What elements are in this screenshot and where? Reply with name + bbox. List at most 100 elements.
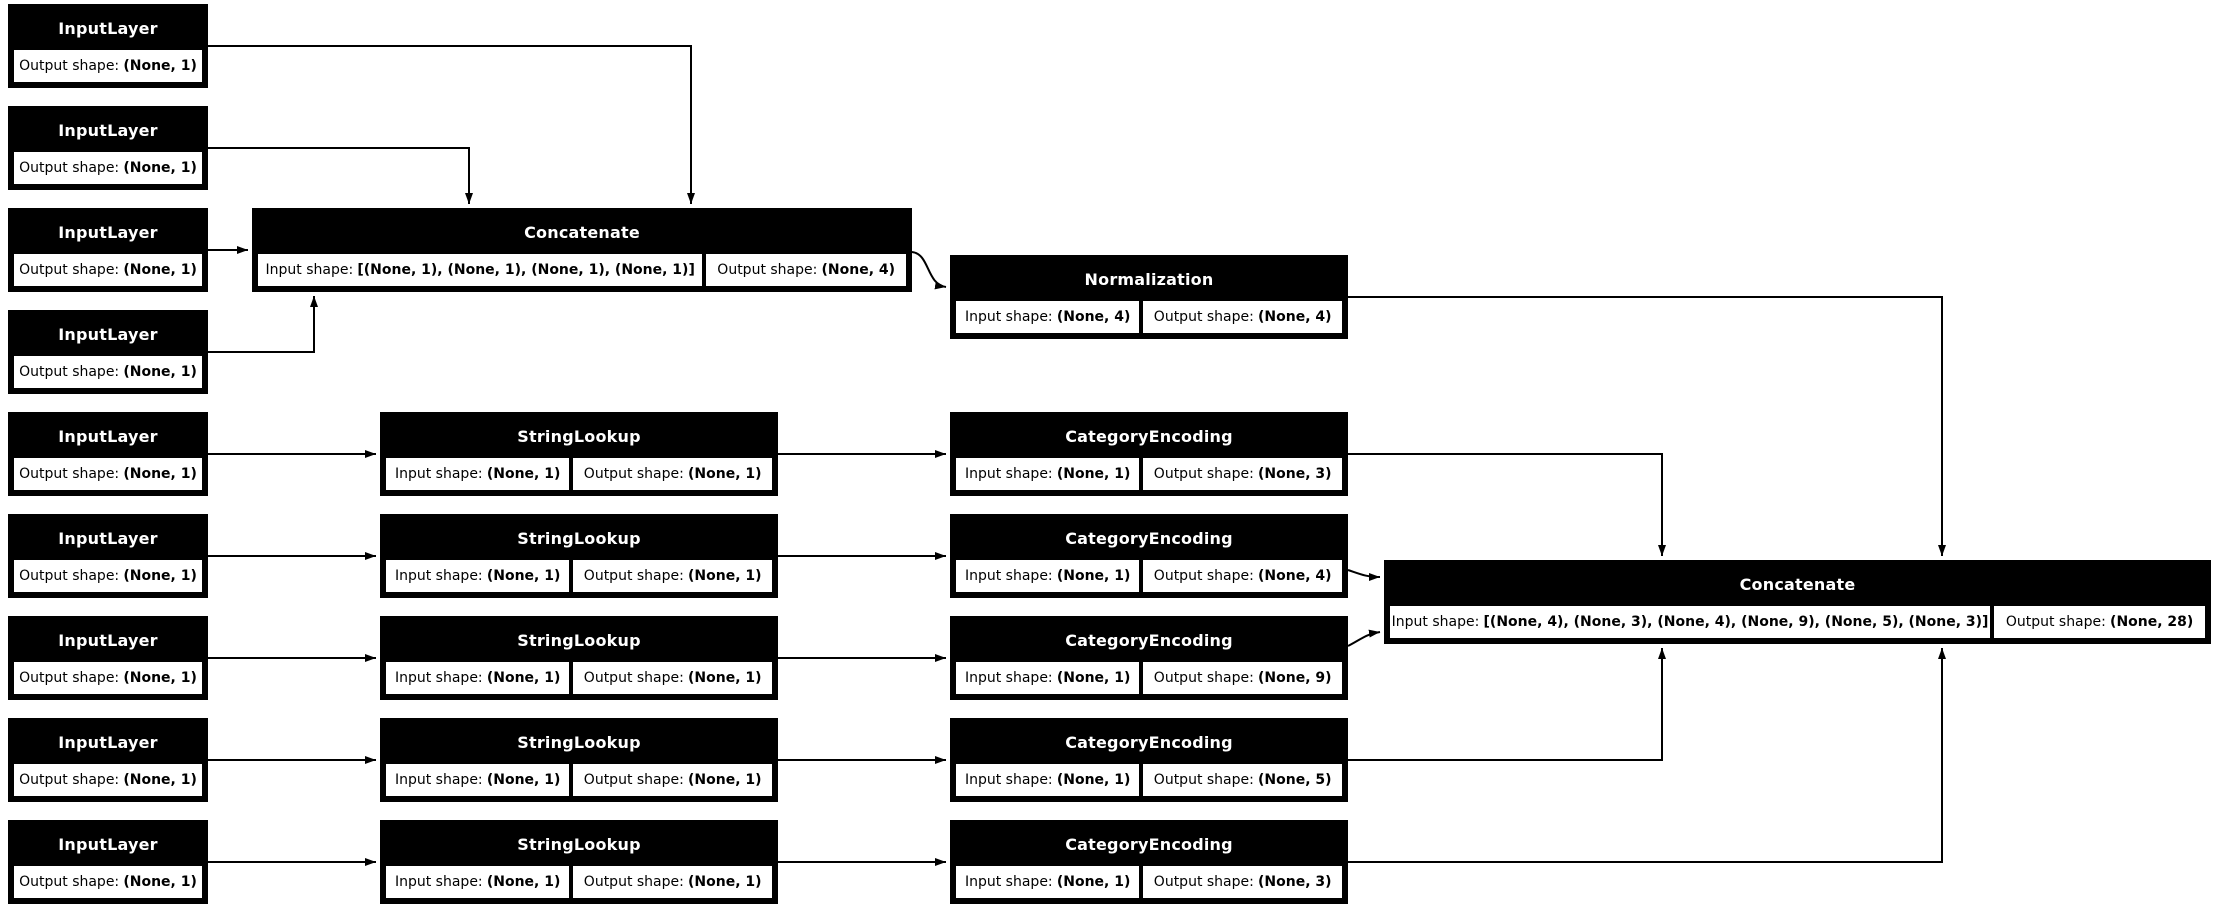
layer-title: CategoryEncoding — [1065, 630, 1233, 650]
layer-title: InputLayer — [58, 528, 158, 548]
layer-title: InputLayer — [58, 732, 158, 752]
output-shape-cell: Output shape:(None, 4) — [706, 254, 906, 286]
shape-cells: Input shape:(None, 1)Output shape:(None,… — [952, 662, 1346, 698]
shape-label: Output shape: — [717, 262, 818, 278]
shape-label: Output shape: — [1153, 568, 1254, 584]
output-shape-cell: Output shape:(None, 4) — [1143, 301, 1342, 333]
shape-label: Output shape: — [583, 772, 684, 788]
shape-label: Output shape: — [583, 466, 684, 482]
output-shape-cell: Output shape:(None, 1) — [14, 866, 202, 898]
shape-label: Output shape: — [1153, 772, 1254, 788]
input-shape-cell: Input shape:(None, 4) — [956, 301, 1140, 333]
shape-cells: Output shape:(None, 1) — [10, 458, 206, 494]
shape-value: [(None, 1), (None, 1), (None, 1), (None,… — [357, 262, 695, 278]
layer-title: InputLayer — [58, 324, 158, 344]
shape-value: (None, 1) — [123, 670, 197, 686]
shape-value: (None, 4) — [821, 262, 896, 278]
layer-title: StringLookup — [517, 630, 641, 650]
shape-label: Output shape: — [583, 874, 684, 890]
input-shape-cell: Input shape:(None, 1) — [386, 662, 570, 694]
shape-cells: Output shape:(None, 1) — [10, 764, 206, 800]
shape-cells: Output shape:(None, 1) — [10, 356, 206, 392]
shape-label: Input shape: — [394, 466, 483, 482]
shape-value: (None, 28) — [2110, 614, 2194, 630]
shape-value: (None, 5) — [1258, 772, 1332, 788]
shape-label: Output shape: — [19, 364, 120, 380]
shape-value: (None, 1) — [123, 160, 197, 176]
output-shape-cell: Output shape:(None, 1) — [14, 560, 202, 592]
shape-cells: Output shape:(None, 1) — [10, 152, 206, 188]
layer-title: InputLayer — [58, 630, 158, 650]
input-shape-cell: Input shape:(None, 1) — [956, 560, 1140, 592]
shape-label: Input shape: — [964, 309, 1053, 325]
shape-label: Output shape: — [19, 670, 120, 686]
input-shape-cell: Input shape:[(None, 4), (None, 3), (None… — [1390, 606, 1991, 638]
shape-cells: Input shape:(None, 1) Output shape:(None,… — [952, 866, 1346, 902]
output-shape-cell: Output shape:(None, 1) — [14, 662, 202, 694]
shape-value: (None, 1) — [123, 262, 197, 278]
layer-title: CategoryEncoding — [1065, 528, 1233, 548]
shape-cells: Input shape:(None, 1)Output shape:(None,… — [382, 560, 776, 596]
input-shape-cell: Input shape:[(None, 1), (None, 1), (None… — [258, 254, 703, 286]
shape-label: Output shape: — [1153, 309, 1254, 325]
shape-label: Output shape: — [19, 772, 120, 788]
layer-title: InputLayer — [58, 834, 158, 854]
edge-category_encoding_4-to-concatenate_2 — [1348, 648, 1666, 761]
output-shape-cell: Output shape:(None, 1) — [14, 458, 202, 490]
layer-title: StringLookup — [517, 732, 641, 752]
shape-label: Input shape: — [1391, 614, 1480, 630]
shape-cells: Output shape:(None, 1) — [10, 50, 206, 86]
shape-cells: Output shape:(None, 1) — [10, 560, 206, 596]
shape-label: Output shape: — [19, 58, 120, 74]
layer-title: InputLayer — [58, 426, 158, 446]
layer-title: StringLookup — [517, 426, 641, 446]
layer-title: Concatenate — [524, 222, 640, 242]
output-shape-cell: Output shape:(None, 1) — [573, 662, 772, 694]
shape-cells: Input shape:[(None, 1), (None, 1), (None… — [254, 254, 910, 290]
layer-title: CategoryEncoding — [1065, 732, 1233, 752]
shape-value: (None, 3) — [1258, 874, 1332, 890]
shape-cells: Input shape:(None, 1)Output shape:(None,… — [382, 764, 776, 800]
shape-value: (None, 4) — [1258, 568, 1332, 584]
shape-label: Input shape: — [394, 874, 483, 890]
input-shape-cell: Input shape:(None, 1) — [386, 764, 570, 796]
input-shape-cell: Input shape:(None, 1) — [956, 866, 1140, 898]
shape-value: (None, 1) — [123, 466, 197, 482]
shape-label: Input shape: — [394, 568, 483, 584]
shape-label: Input shape: — [394, 670, 483, 686]
shape-label: Input shape: — [964, 772, 1053, 788]
shape-label: Input shape: — [394, 772, 483, 788]
layer-title: Concatenate — [1739, 574, 1856, 594]
shape-label: Output shape: — [2005, 614, 2106, 630]
shape-label: Output shape: — [1153, 874, 1254, 890]
shape-cells: Input shape:(None, 1)Output shape:(None,… — [382, 866, 776, 902]
input-shape-cell: Input shape:(None, 1) — [386, 560, 570, 592]
output-shape-cell: Output shape:(None, 1) — [14, 254, 202, 286]
shape-value: (None, 1) — [486, 466, 561, 482]
input-shape-cell: Input shape:(None, 1) — [386, 458, 570, 490]
shape-cells: Input shape:(None, 1)Output shape:(None,… — [952, 764, 1346, 800]
shape-value: (None, 1) — [123, 568, 197, 584]
output-shape-cell: Output shape:(None, 4) — [1143, 560, 1342, 592]
shape-value: [(None, 4), (None, 3), (None, 4), (None,… — [1483, 614, 1989, 630]
layer-title: StringLookup — [517, 834, 641, 854]
shape-cells: Input shape:(None, 4)Output shape:(None,… — [952, 301, 1346, 337]
layer-title: CategoryEncoding — [1065, 834, 1233, 854]
output-shape-cell: Output shape:(None, 1) — [573, 866, 772, 898]
